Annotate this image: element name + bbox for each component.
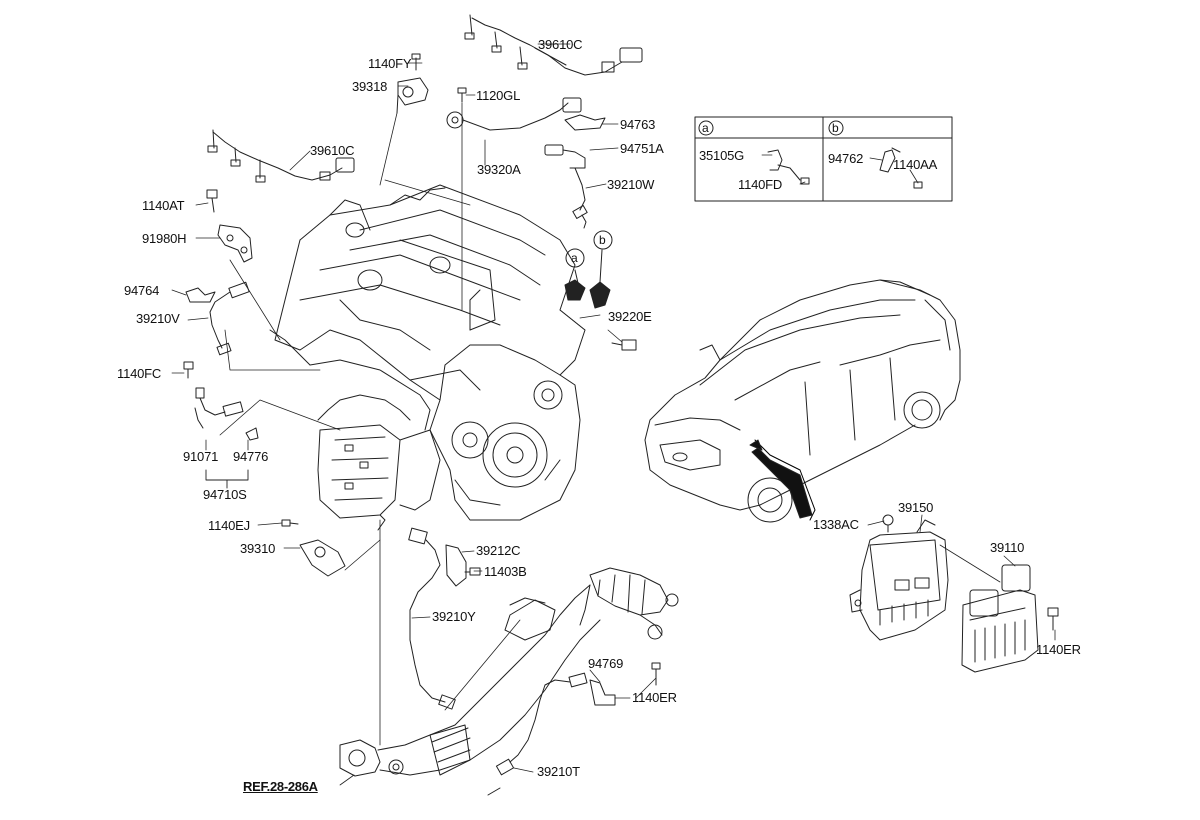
label-91980h: 91980H <box>142 231 187 246</box>
label-91071: 91071 <box>183 449 219 464</box>
callout-bracket-cluster <box>564 249 611 309</box>
legend-tag-a: a <box>702 121 709 135</box>
knock-sensor-39320a <box>446 97 582 131</box>
callout-b-circle <box>593 230 613 250</box>
label-39212c: 39212C <box>476 543 521 558</box>
vehicle-outline <box>644 279 961 523</box>
label-94776: 94776 <box>233 449 269 464</box>
o2-sensor-39210w <box>572 167 588 229</box>
legend-a-part-1140fd: 1140FD <box>738 177 783 192</box>
label-94710s: 94710S <box>203 487 247 502</box>
label-1140ej: 1140EJ <box>208 518 250 533</box>
label-39150: 39150 <box>898 500 934 515</box>
callout-b-label: b <box>599 233 606 247</box>
leader-lines <box>171 43 1056 786</box>
label-39110: 39110 <box>990 540 1025 555</box>
label-39220e: 39220E <box>608 309 652 324</box>
callout-a-label: a <box>571 251 578 265</box>
sensor-39220e <box>611 339 637 351</box>
label-1140er-right: 1140ER <box>1036 642 1081 657</box>
label-39210v: 39210V <box>136 311 180 326</box>
label-1338ac: 1338AC <box>813 517 859 532</box>
front-pipe <box>339 567 679 777</box>
sensor-39210y <box>408 527 481 710</box>
legend-a-part-35105g: 35105G <box>699 148 745 163</box>
cam-sensor-39318 <box>396 53 429 114</box>
bracket-91980h <box>206 189 253 263</box>
label-94764: 94764 <box>124 283 160 298</box>
legend-table <box>694 116 953 202</box>
label-94751a: 94751A <box>620 141 664 156</box>
label-39310: 39310 <box>240 541 276 556</box>
label-39320a: 39320A <box>477 162 521 177</box>
bracket-94763 <box>564 114 606 131</box>
label-94763: 94763 <box>620 117 656 132</box>
legend-tag-b: b <box>832 121 839 135</box>
label-1140fy: 1140FY <box>368 56 412 71</box>
label-1140fc: 1140FC <box>117 366 162 381</box>
harness-39610c-top <box>464 14 643 76</box>
clip-94776 <box>245 427 259 441</box>
label-1120gl: 1120GL <box>476 88 521 103</box>
legend-b-part-94762: 94762 <box>828 151 864 166</box>
label-1140er-mid: 1140ER <box>632 690 677 705</box>
reference-link[interactable]: REF.28-286A <box>243 779 318 794</box>
label-39318: 39318 <box>352 79 388 94</box>
label-39210t: 39210T <box>537 764 580 779</box>
callout-a-circle <box>565 248 585 268</box>
label-39210y: 39210Y <box>432 609 476 624</box>
bracket-94751A <box>544 144 586 169</box>
ecu-module-39110 <box>961 564 1059 673</box>
engine-block <box>269 184 586 531</box>
legend-b-part-1140aa: 1140AA <box>893 157 938 172</box>
label-39610c-left: 39610C <box>310 143 355 158</box>
ecu-bracket-39150 <box>849 514 949 641</box>
sensor-39210v <box>185 281 250 356</box>
label-94769: 94769 <box>588 656 624 671</box>
label-1140at: 1140AT <box>142 198 185 213</box>
label-11403b: 11403B <box>484 564 527 579</box>
assy-94710s-bracket <box>205 469 249 489</box>
label-39610c-top: 39610C <box>538 37 583 52</box>
label-39210w: 39210W <box>607 177 655 192</box>
bolt-1120gl <box>457 87 467 103</box>
harness-91071 <box>183 361 244 429</box>
sensor-39210t <box>487 662 661 796</box>
harness-39610c-left <box>207 129 355 183</box>
